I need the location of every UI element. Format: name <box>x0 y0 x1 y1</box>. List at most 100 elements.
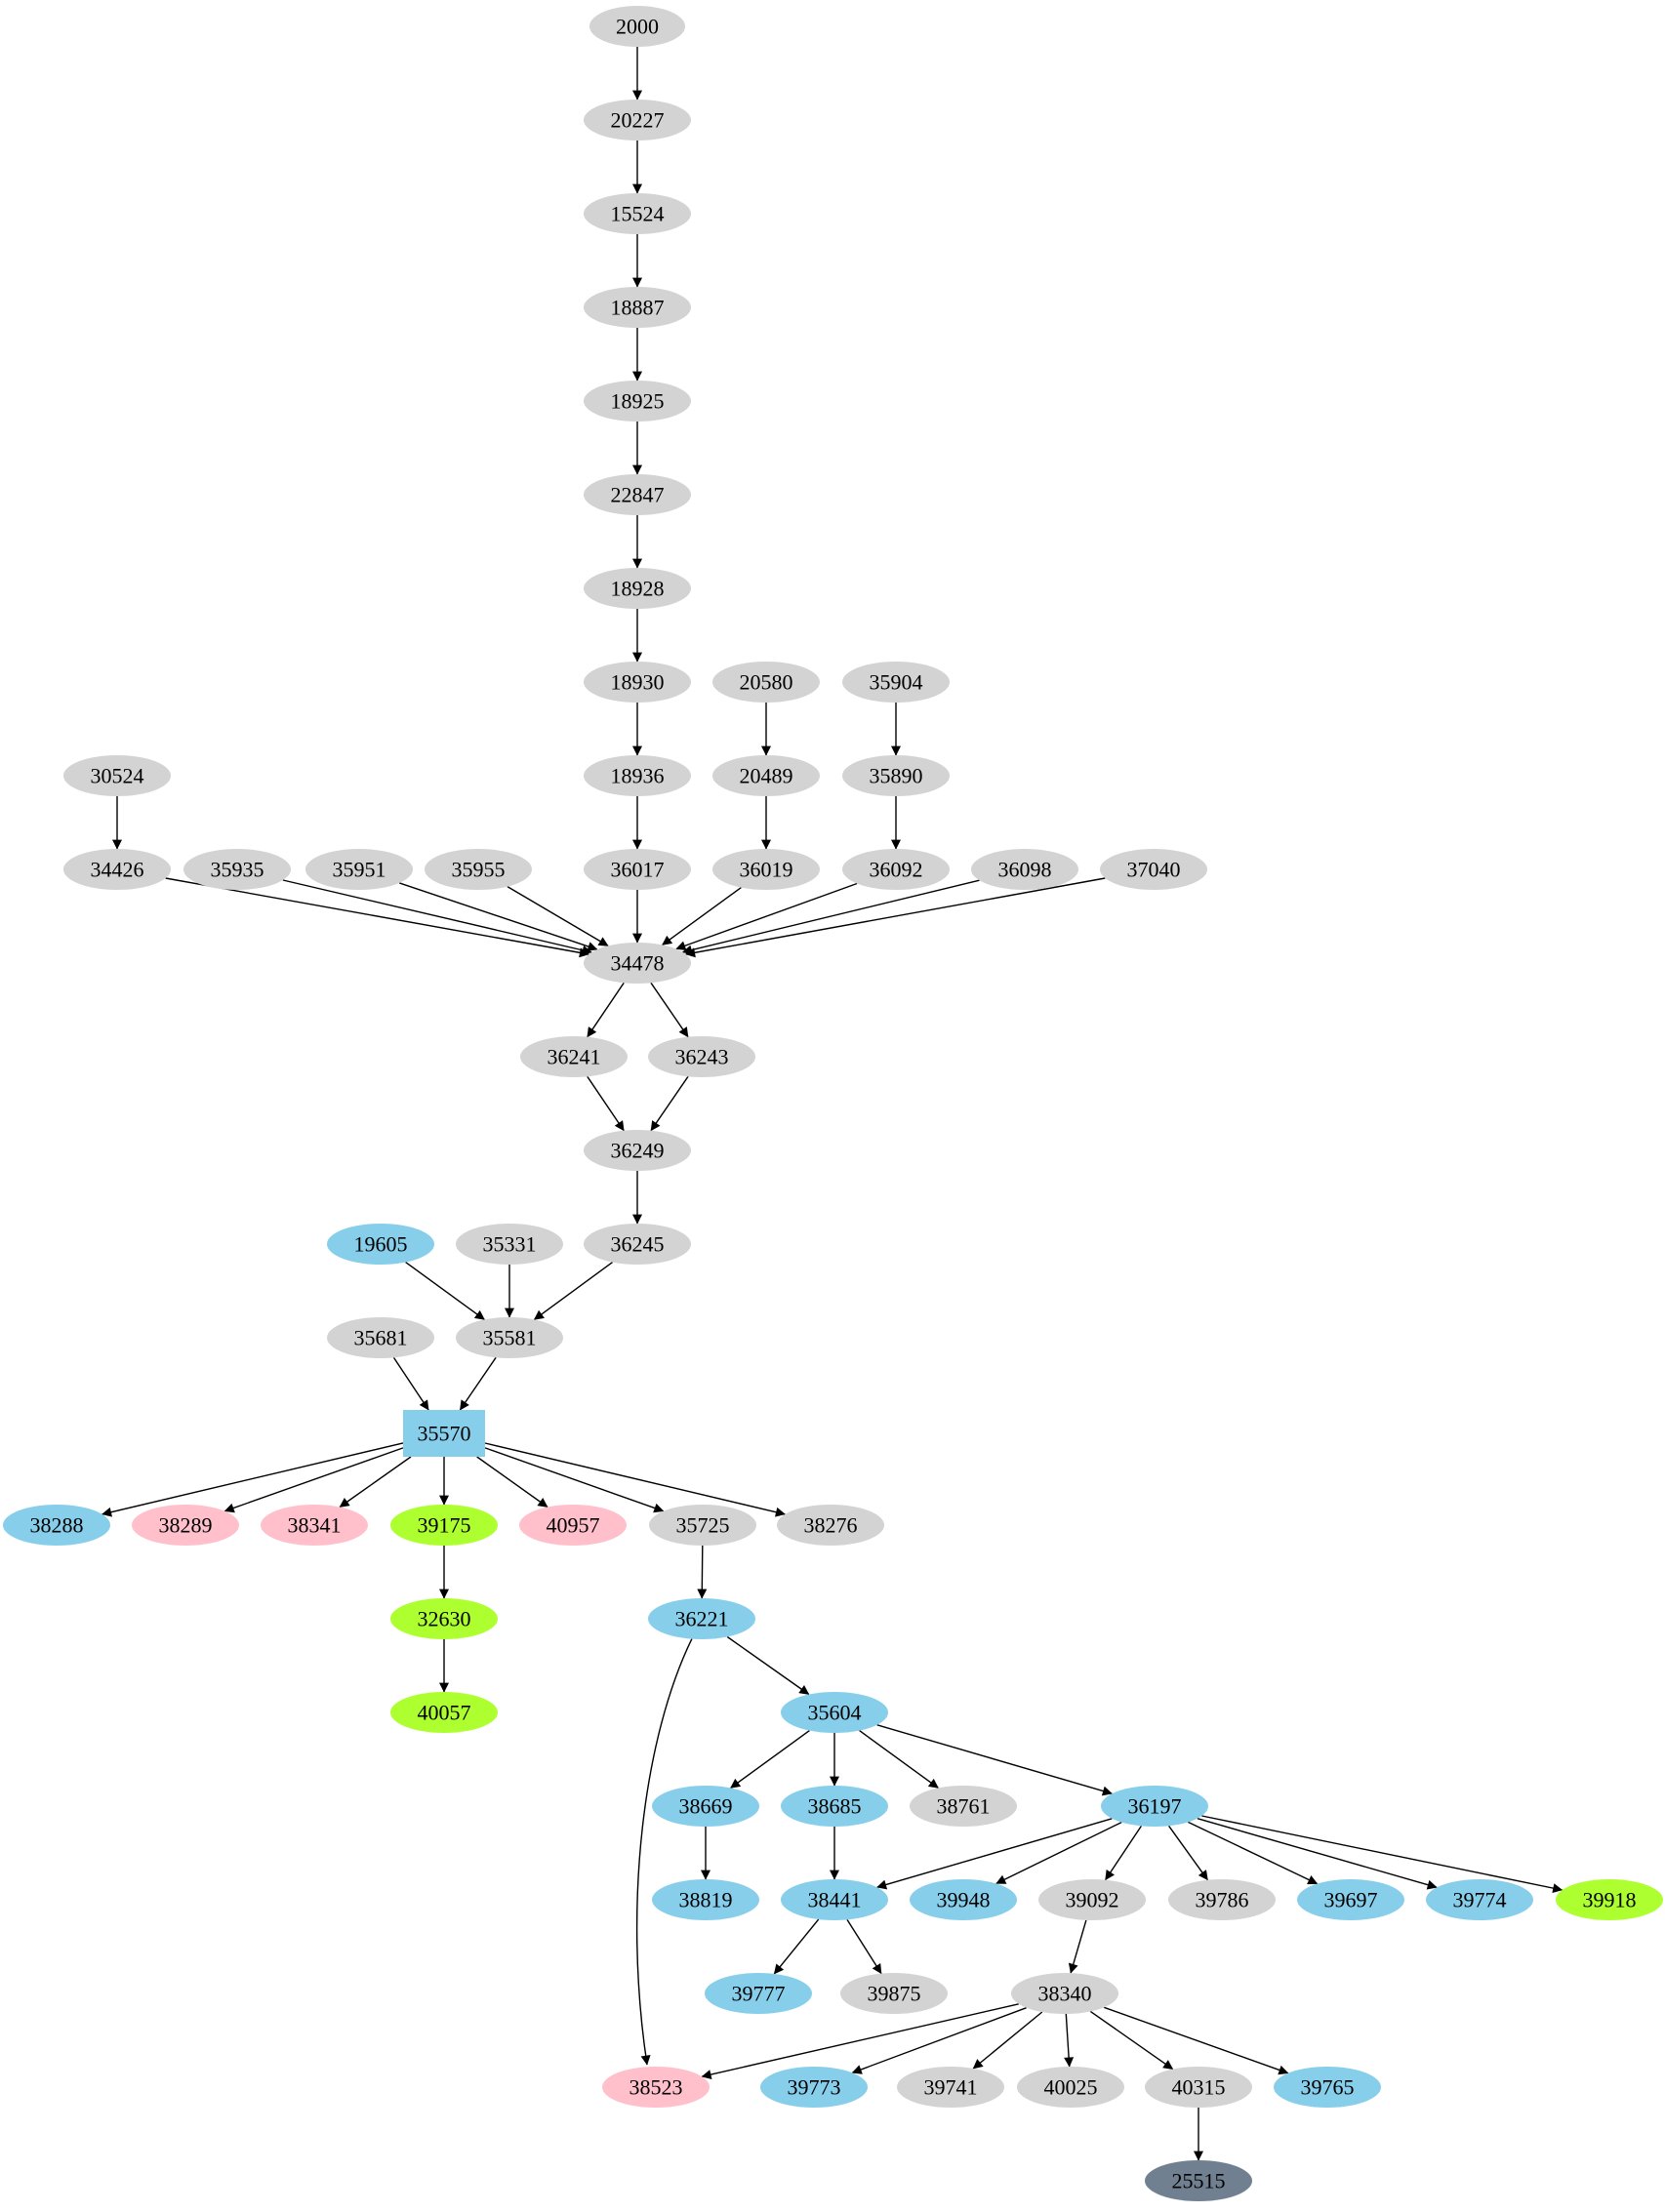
node-label: 39786 <box>1196 1887 1249 1911</box>
node-label: 40025 <box>1044 2074 1098 2099</box>
node-label: 37040 <box>1127 857 1181 881</box>
node-label: 22847 <box>611 482 665 506</box>
node-label: 39777 <box>732 1981 786 2005</box>
edge-36221-35604 <box>726 1635 810 1696</box>
node-label: 38289 <box>159 1512 213 1537</box>
node-label: 38523 <box>629 2074 683 2099</box>
node-shape <box>1297 1879 1404 1920</box>
node-39777: 39777 <box>705 1973 812 2014</box>
node-label: 30524 <box>91 763 144 787</box>
node-shape <box>842 662 950 703</box>
node-label: 38669 <box>679 1793 733 1818</box>
node-label: 39697 <box>1324 1887 1378 1911</box>
node-label: 39948 <box>937 1887 991 1911</box>
node-40315: 40315 <box>1145 2067 1252 2108</box>
node-shape <box>1038 1879 1146 1920</box>
node-36249: 36249 <box>584 1130 691 1171</box>
node-label: 35581 <box>483 1325 537 1349</box>
node-shape <box>1011 1973 1118 2014</box>
node-label: 20489 <box>740 763 793 787</box>
node-shape <box>456 1317 563 1358</box>
node-label: 40315 <box>1172 2074 1226 2099</box>
node-shape <box>584 849 691 890</box>
node-label: 18928 <box>611 576 665 600</box>
edge-36197-39948 <box>995 1821 1122 1885</box>
edge-36241-36249 <box>587 1075 625 1132</box>
edge-36098-34478 <box>681 879 980 955</box>
edge-19605-35581 <box>405 1262 485 1320</box>
node-shape <box>132 1505 239 1546</box>
node-label: 35935 <box>211 857 264 881</box>
node-shape <box>1274 2067 1381 2108</box>
node-label: 35951 <box>333 857 386 881</box>
node-shape <box>584 287 691 328</box>
node-shape <box>712 849 820 890</box>
edge-35570-38341 <box>339 1456 412 1508</box>
node-label: 38441 <box>808 1887 862 1911</box>
node-label: 39774 <box>1453 1887 1507 1911</box>
node-shape <box>425 849 532 890</box>
node-label: 36092 <box>870 857 923 881</box>
node-shape <box>649 1505 756 1546</box>
node-shape <box>1100 849 1207 890</box>
node-shape <box>602 2067 710 2108</box>
node-36019: 36019 <box>712 849 820 890</box>
node-label: 18936 <box>611 763 665 787</box>
node-label: 40057 <box>418 1700 471 1724</box>
edge-35951-34478 <box>398 882 598 951</box>
node-shape <box>712 755 820 796</box>
edge-36197-39774 <box>1197 1818 1438 1890</box>
node-36243: 36243 <box>648 1036 755 1077</box>
node-label: 35681 <box>354 1325 408 1349</box>
node-39697: 39697 <box>1297 1879 1404 1920</box>
node-label: 38341 <box>288 1512 342 1537</box>
edge-35604-38761 <box>859 1730 939 1789</box>
node-37040: 37040 <box>1100 849 1207 890</box>
node-label: 38761 <box>937 1793 991 1818</box>
node-39092: 39092 <box>1038 1879 1146 1920</box>
node-shape <box>781 1786 888 1827</box>
node-38340: 38340 <box>1011 1973 1118 2014</box>
node-36197: 36197 <box>1101 1786 1208 1827</box>
node-label: 19605 <box>354 1231 408 1256</box>
edge-36243-36249 <box>650 1075 689 1132</box>
node-label: 36017 <box>611 857 665 881</box>
node-label: 18925 <box>611 388 665 413</box>
edge-38441-39777 <box>773 1918 820 1975</box>
node-36017: 36017 <box>584 849 691 890</box>
edge-36197-39092 <box>1105 1826 1142 1881</box>
node-shape <box>390 1505 498 1546</box>
node-shape <box>1101 1786 1208 1827</box>
node-label: 18930 <box>611 669 665 694</box>
edge-35604-38669 <box>730 1730 810 1789</box>
node-shape <box>1145 2067 1252 2108</box>
edge-35570-38276 <box>484 1442 786 1517</box>
node-38523: 38523 <box>602 2067 710 2108</box>
node-shape <box>584 381 691 422</box>
edge-36019-34478 <box>662 887 742 945</box>
edge-36197-39918 <box>1201 1815 1563 1894</box>
node-label: 35725 <box>676 1512 730 1537</box>
node-shape <box>584 1130 691 1171</box>
node-38819: 38819 <box>652 1879 759 1920</box>
edge-34478-36243 <box>650 982 689 1038</box>
edge-36245-35581 <box>533 1262 614 1320</box>
node-label: 35890 <box>870 763 923 787</box>
edge-35570-38289 <box>223 1447 404 1513</box>
edge-35935-34478 <box>282 879 592 955</box>
node-label: 38685 <box>808 1793 862 1818</box>
node-shape <box>327 1224 434 1265</box>
edge-36197-39697 <box>1187 1821 1319 1885</box>
node-39774: 39774 <box>1426 1879 1533 1920</box>
node-shape <box>584 755 691 796</box>
node-shape <box>63 849 171 890</box>
node-label: 2000 <box>616 14 659 38</box>
node-shape <box>840 1973 948 2014</box>
node-18887: 18887 <box>584 287 691 328</box>
node-label: 38340 <box>1038 1981 1092 2005</box>
node-label: 35604 <box>808 1700 862 1724</box>
edge-37040-34478 <box>685 877 1106 958</box>
node-label: 35331 <box>483 1231 537 1256</box>
